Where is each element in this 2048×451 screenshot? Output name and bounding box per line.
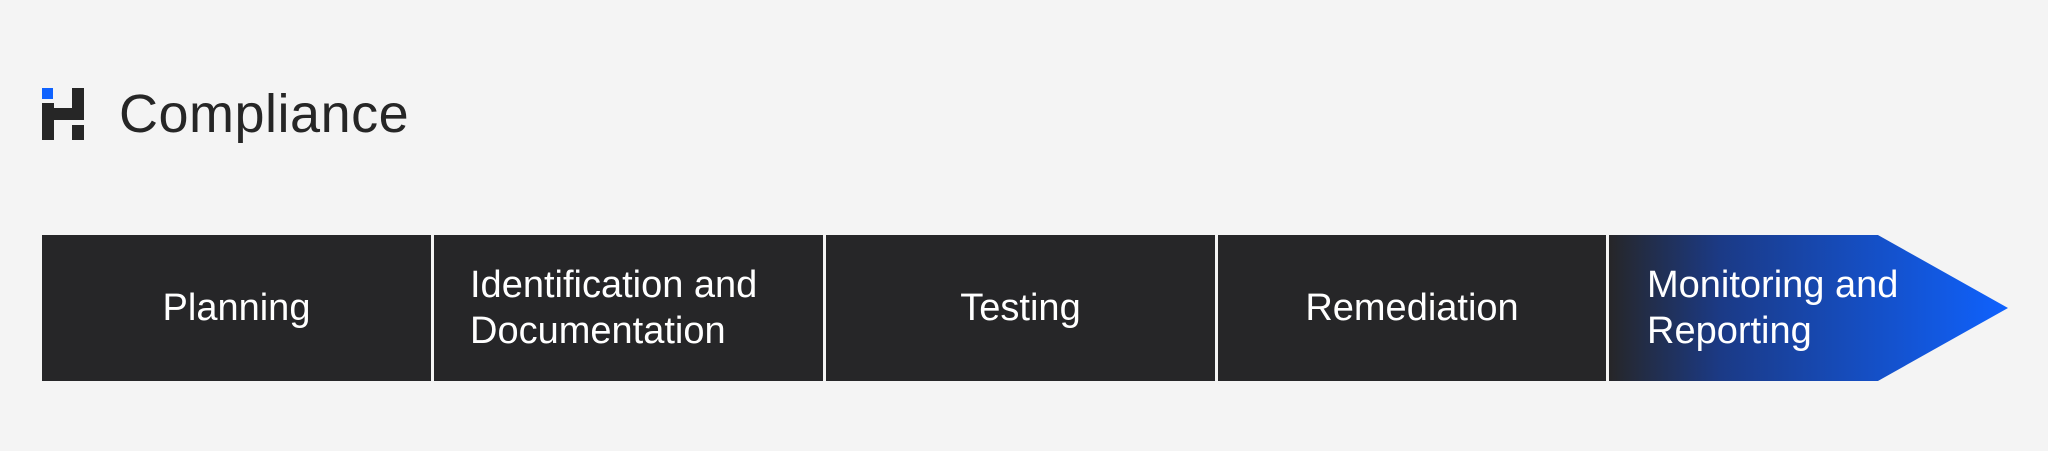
step-identification-and-documentation: Identification and Documentation [434,235,823,381]
step-monitoring-and-reporting: Monitoring and Reporting [1609,235,2008,381]
step-label: Testing [960,287,1081,329]
logo-icon [42,88,84,140]
step-label: Planning [162,287,311,329]
process-flow: Planning Identification and Documentatio… [42,235,2008,381]
page-title: Compliance [119,84,410,144]
step-label: Identification and Documentation [470,264,758,352]
step-planning: Planning [42,235,431,381]
step-remediation: Remediation [1218,235,1606,381]
step-label: Remediation [1305,287,1519,329]
step-label: Monitoring and Reporting [1647,264,1899,352]
step-testing: Testing [826,235,1215,381]
page-header: Compliance [42,84,409,144]
